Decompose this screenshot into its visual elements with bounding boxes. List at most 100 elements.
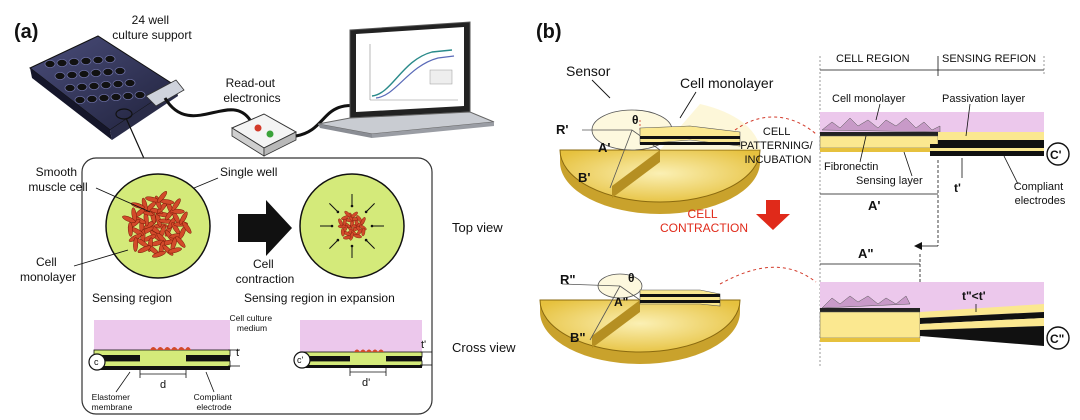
symbol-R1: R' — [556, 122, 568, 137]
sensor-label: Sensor — [566, 63, 611, 79]
culture-plate — [29, 35, 178, 140]
muscle-cell — [127, 222, 133, 237]
cross-view-label: Cross view — [452, 340, 516, 355]
arrow-tip — [350, 244, 354, 248]
pointer-sensing-layer — [903, 151, 913, 177]
contracted-cell — [353, 234, 362, 239]
pointer-sensor — [591, 79, 611, 99]
passivation-label: Passivation layer — [942, 93, 1025, 105]
symbol-c: c — [94, 357, 99, 367]
well — [90, 69, 102, 78]
well — [110, 93, 122, 102]
well — [76, 83, 88, 92]
well — [134, 91, 146, 100]
symbol-C1: C' — [1050, 148, 1062, 162]
capacitance-c1 — [1046, 142, 1070, 166]
pointer-fibronectin — [859, 135, 867, 163]
expansion-arrow — [365, 239, 375, 249]
pointer-monolayer — [73, 249, 129, 267]
top-view-label: Top view — [452, 220, 503, 235]
well — [100, 81, 112, 90]
well — [44, 60, 56, 69]
symbol-t: t — [236, 347, 239, 359]
symbol-t-prime: t' — [421, 339, 426, 351]
arrow-tip — [336, 238, 340, 242]
contracted-cell — [361, 227, 366, 237]
single-well-label: Single well — [220, 165, 277, 179]
laptop — [317, 21, 495, 138]
symbol-c-prime: c' — [297, 355, 304, 365]
arrow-tip — [336, 210, 340, 214]
well — [64, 84, 76, 93]
symbol-tcompare: t"<t' — [962, 289, 986, 303]
muscle-cell — [175, 236, 186, 248]
pointer-passivation — [965, 103, 971, 137]
contracted-cell — [351, 211, 358, 218]
contraction-label: CELL CONTRACTION — [660, 207, 748, 235]
well — [122, 92, 134, 101]
culture-support-label: 24 well culture support — [112, 13, 192, 42]
monolayer-small-label: Cell monolayer — [832, 93, 906, 105]
connector — [145, 79, 252, 121]
well — [66, 71, 78, 80]
symbol-C2: C" — [1050, 332, 1064, 346]
well — [86, 95, 98, 104]
well — [92, 56, 104, 65]
muscle-cell — [122, 215, 136, 223]
panel-a-tag: (a) — [14, 21, 38, 43]
well — [124, 79, 136, 88]
symbol-Acs1: A' — [868, 198, 880, 213]
arrow-tip — [364, 238, 368, 242]
well — [56, 59, 68, 68]
zoom-link-2 — [719, 266, 817, 285]
pointer-monolayer-b — [679, 91, 697, 119]
symbol-theta-2: θ — [628, 271, 635, 285]
sensor-disc-after — [539, 273, 741, 364]
well — [98, 94, 110, 103]
symbol-A1: A' — [598, 140, 610, 155]
arrow-tip — [370, 224, 374, 228]
well — [88, 82, 100, 91]
muscle-cell — [182, 221, 192, 234]
zoom-circle — [115, 108, 133, 120]
symbol-d: d — [160, 379, 166, 391]
sensing-region-label: Sensing region — [92, 291, 172, 305]
well — [78, 70, 90, 79]
elastomer-label: Elastomer membrane — [92, 392, 133, 412]
well — [80, 57, 92, 66]
symbol-d-prime: d' — [362, 377, 370, 389]
sensing-region-b-label: SENSING REFION — [942, 53, 1036, 65]
well — [68, 58, 80, 67]
smooth-muscle-cells — [122, 191, 192, 258]
pointer-compliant — [1003, 155, 1019, 185]
muscle-cell — [152, 250, 166, 258]
well — [104, 55, 116, 64]
muscle-cell — [171, 198, 181, 211]
shift-arrow-head — [914, 242, 922, 250]
zoom-link-1 — [734, 116, 817, 135]
compliant-label: Compliant electrodes — [1014, 181, 1067, 207]
arrow-tip — [350, 204, 354, 208]
smooth-muscle-label: Smooth muscle cell — [28, 165, 87, 194]
well — [54, 72, 66, 81]
layer-stack-after — [819, 282, 1044, 346]
contraction-arrow-b — [756, 200, 790, 230]
muscle-cell — [179, 211, 188, 225]
arrow-tip — [364, 210, 368, 214]
pointer-monolayer-small — [875, 103, 881, 121]
cell-monolayer-b-label: Cell monolayer — [680, 75, 774, 91]
readout-label: Read-out electronics — [223, 76, 280, 105]
cell-contraction-label: Cell contraction — [236, 257, 295, 286]
well — [102, 68, 114, 77]
cell-region-label: CELL REGION — [836, 53, 910, 65]
layer-stack-before — [819, 112, 1044, 156]
muscle-cell — [167, 247, 182, 254]
sensor-disc-before — [559, 104, 761, 214]
sensing-expansion-label: Sensing region in expansion — [244, 291, 395, 305]
expansion-arrow — [365, 203, 375, 213]
pointer-smc — [95, 187, 151, 213]
well — [74, 96, 86, 105]
region-header — [819, 56, 1045, 366]
fibronectin-label: Fibronectin — [824, 161, 878, 173]
contracted-cell — [340, 228, 345, 237]
